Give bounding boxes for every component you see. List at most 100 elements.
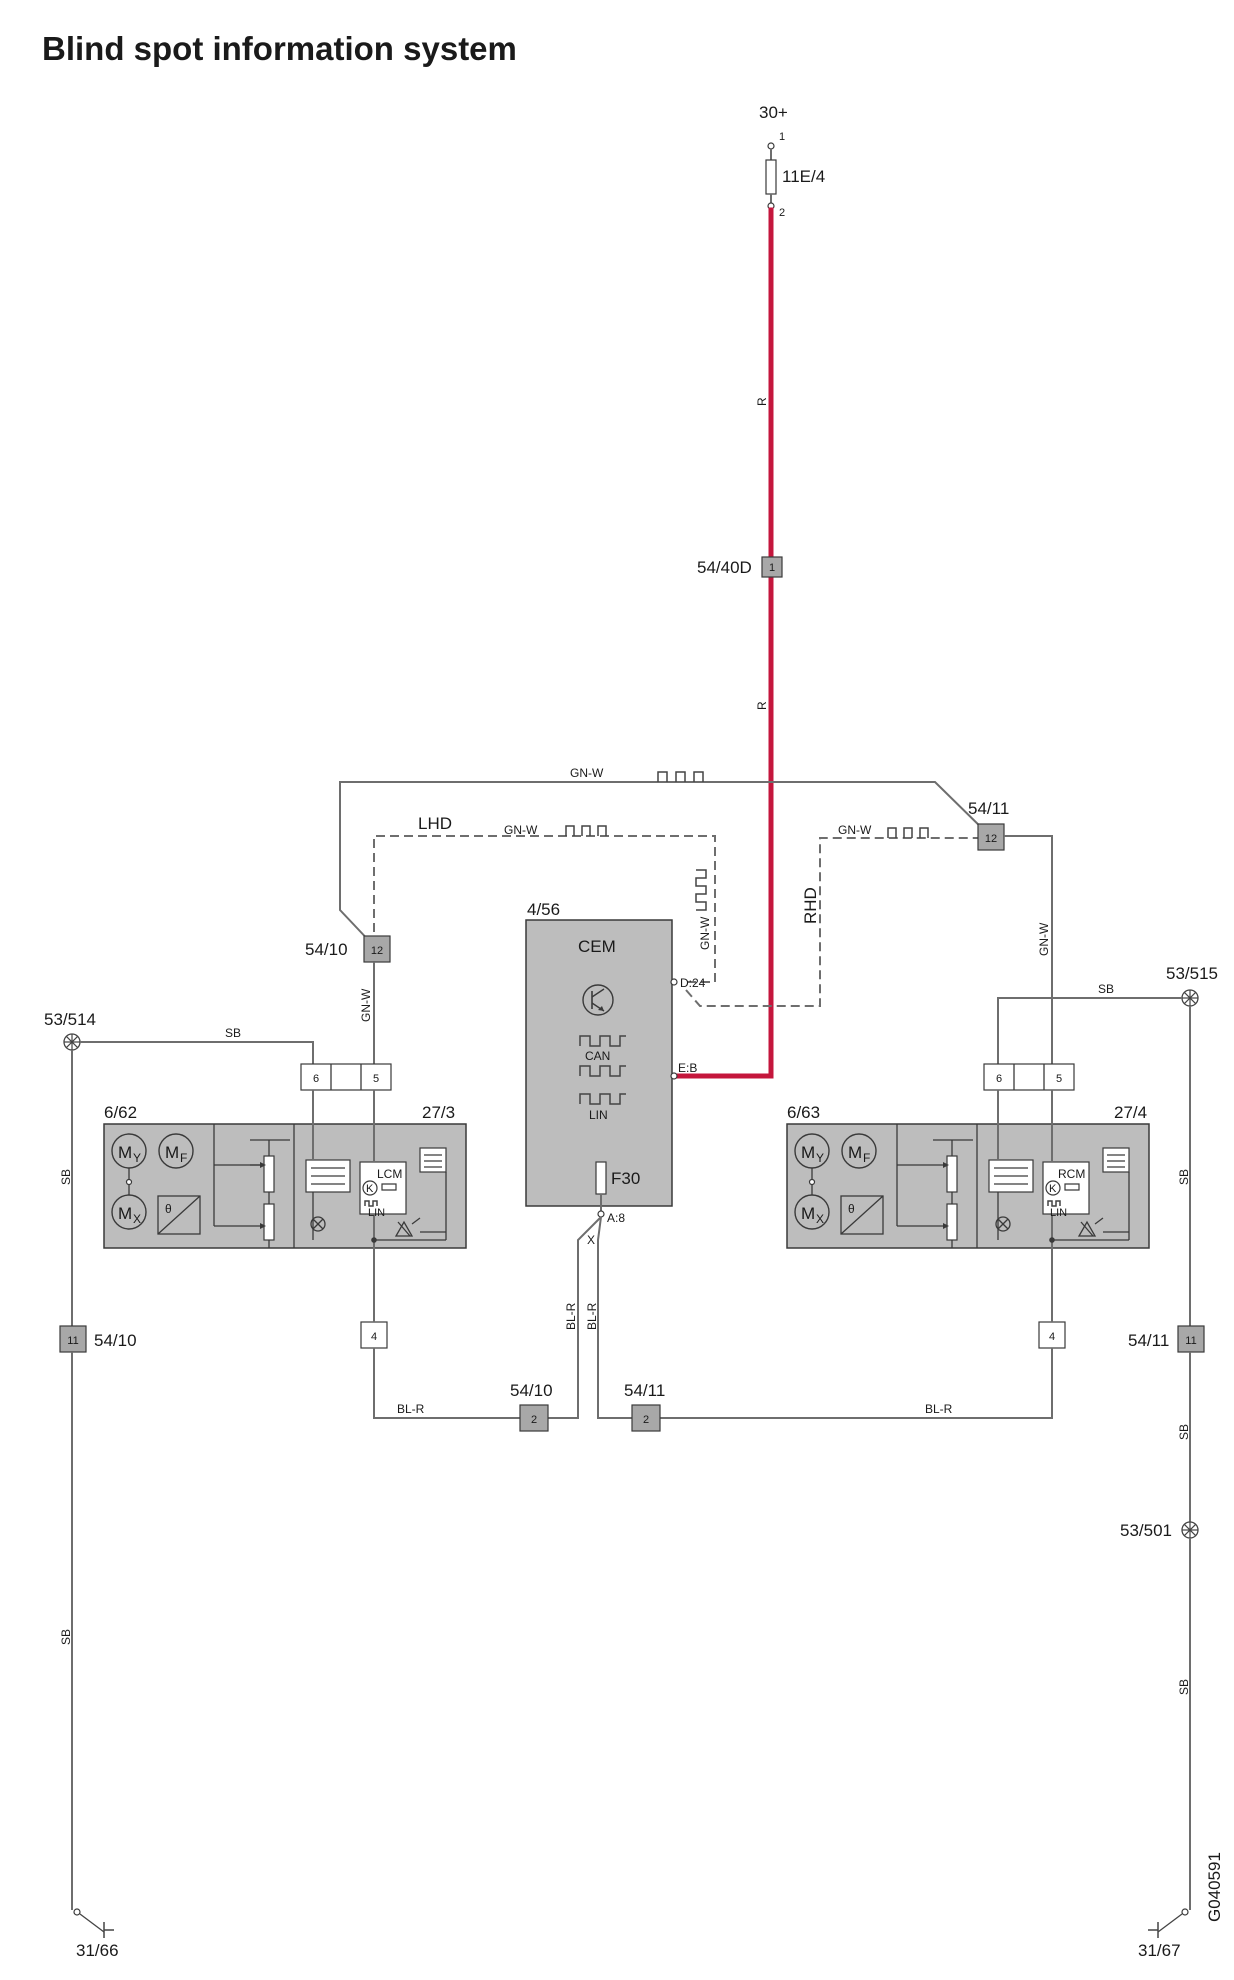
cem-pin-a-label: A:8 — [607, 1211, 625, 1225]
wire-label-sb-left-top: SB — [225, 1026, 241, 1040]
left-motor-f-sub: F — [180, 1151, 187, 1165]
right-motor-f-m: M — [848, 1143, 862, 1162]
ground-53-514-label: 53/514 — [44, 1010, 96, 1029]
signal-icon-rhd — [887, 827, 929, 838]
right-mirror-ref: 6/63 — [787, 1103, 820, 1122]
wire-label-r-1: R — [755, 397, 769, 406]
right-theta: θ — [848, 1202, 855, 1216]
connector-54-40d-pin: 1 — [769, 562, 775, 574]
left-potentiometers — [213, 1124, 290, 1248]
wire-label-gnw-lhd: GN-W — [504, 823, 538, 837]
fuse-f30 — [595, 1161, 607, 1195]
ground-31-67-symbol — [1148, 1908, 1189, 1938]
wire-label-gnw-outer: GN-W — [570, 766, 604, 780]
wire-label-sb-left-1: SB — [59, 1169, 73, 1185]
wire-label-blr-left: BL-R — [397, 1402, 425, 1416]
ground-53-515-label: 53/515 — [1166, 964, 1218, 983]
blr-right-bottom-wire — [660, 1348, 1053, 1419]
supply-label: 30+ — [759, 103, 788, 122]
wire-label-gnw-left: GN-W — [359, 988, 373, 1022]
sb-left-top-wire — [80, 1041, 314, 1064]
left-lcm-label: LCM — [377, 1167, 402, 1181]
connector-54-11-pin-12 — [977, 823, 1005, 851]
supply-wire-red — [675, 207, 774, 1079]
gnw-right-wire — [1004, 835, 1053, 1064]
cem-pin-d — [670, 978, 678, 986]
right-pin-6: 6 — [996, 1073, 1002, 1085]
left-lcm-lin: LIN — [368, 1207, 385, 1219]
right-rcm-internals — [988, 1090, 1130, 1260]
lin-signal-icon — [579, 1093, 626, 1105]
right-motor-y-m: M — [801, 1143, 815, 1162]
fuse-11e4-label: 11E/4 — [782, 167, 825, 186]
connector-54-10-pin-12-text: 12 — [371, 945, 383, 957]
ground-53-514 — [63, 1033, 81, 1051]
cem-lin-label: LIN — [589, 1108, 608, 1122]
can-signal-icon-2 — [579, 1065, 626, 1077]
connector-54-10-bottom-label: 54/10 — [510, 1381, 553, 1400]
left-theta: θ — [165, 1202, 172, 1216]
wire-label-blr-cem-1: BL-R — [564, 1302, 578, 1330]
supply-pin-2: 2 — [779, 207, 785, 219]
lhd-label: LHD — [418, 814, 452, 833]
connector-54-10-top-label: 54/10 — [305, 940, 348, 959]
connector-54-11-bottom-label: 54/11 — [624, 1381, 665, 1400]
left-pin-6: 6 — [313, 1073, 319, 1085]
connector-54-10-pin-11 — [59, 1325, 87, 1353]
right-motor-f-icon — [841, 1133, 877, 1169]
right-rcm-label: RCM — [1058, 1167, 1085, 1181]
wire-label-sb-right-2: SB — [1177, 1424, 1191, 1440]
wire-label-blr-cem-2: BL-R — [585, 1302, 599, 1330]
connector-54-11-top-label: 54/11 — [968, 799, 1009, 818]
right-rcm-k: K — [1049, 1183, 1057, 1195]
lhd-wire-dashed — [373, 835, 716, 983]
wire-label-blr-right: BL-R — [925, 1402, 953, 1416]
ground-53-501-label: 53/501 — [1120, 1521, 1172, 1540]
left-pin-5: 5 — [373, 1073, 379, 1085]
connector-54-10-pin-12 — [363, 935, 391, 963]
wire-label-sb-right-3: SB — [1177, 1679, 1191, 1695]
right-heater-diagonal — [840, 1195, 884, 1235]
ground-53-515 — [1181, 989, 1199, 1007]
supply-terminal-1 — [767, 142, 775, 150]
cem-x-label: X — [587, 1233, 595, 1247]
transistor-icon — [582, 984, 614, 1016]
cem-pin-a — [597, 1210, 605, 1218]
supply-pin-1: 1 — [779, 131, 785, 143]
left-mirror-ref: 6/62 — [104, 1103, 137, 1122]
connector-54-11-pin-11 — [1177, 1325, 1205, 1353]
connector-54-11-pin-2 — [631, 1404, 661, 1432]
left-motor-f-icon — [158, 1133, 194, 1169]
right-motor-x-m: M — [801, 1204, 815, 1223]
connector-54-11-side-label: 54/11 — [1128, 1331, 1169, 1350]
right-pin-5: 5 — [1056, 1073, 1062, 1085]
blr-wire-left — [548, 1216, 602, 1419]
ground-53-501 — [1181, 1521, 1199, 1539]
blr-wire-right — [597, 1216, 632, 1419]
cem-pin-e-label: E:B — [678, 1061, 697, 1075]
right-motor-x-sub: X — [816, 1212, 824, 1226]
ground-31-66-label: 31/66 — [76, 1941, 119, 1960]
connector-54-10-pin-2-text: 2 — [531, 1414, 537, 1426]
left-motor-x-m: M — [118, 1204, 132, 1223]
wire-label-sb-right-top: SB — [1098, 982, 1114, 996]
fuse-f30-label: F30 — [611, 1169, 640, 1188]
wire-label-sb-right-1: SB — [1177, 1169, 1191, 1185]
wire-label-sb-left-2: SB — [59, 1629, 73, 1645]
fuse-11e4 — [765, 159, 777, 195]
rhd-label: RHD — [801, 887, 820, 924]
connector-54-11-pin-11-text: 11 — [1185, 1335, 1196, 1347]
right-potentiometers — [896, 1124, 973, 1248]
right-pin-4 — [1038, 1321, 1066, 1349]
blr-left-bottom-wire — [373, 1348, 522, 1419]
wire-label-gnw-right: GN-W — [1037, 922, 1051, 956]
connector-54-40d — [761, 556, 783, 578]
connector-54-10-pin-2 — [519, 1404, 549, 1432]
signal-icon-lhd — [565, 825, 607, 836]
connector-54-11-pin-2-text: 2 — [643, 1414, 649, 1426]
left-lcm-k: K — [366, 1183, 374, 1195]
cem-name: CEM — [578, 937, 616, 956]
connector-54-11-pin-12-text: 12 — [985, 833, 997, 845]
right-heater-box — [840, 1195, 884, 1235]
